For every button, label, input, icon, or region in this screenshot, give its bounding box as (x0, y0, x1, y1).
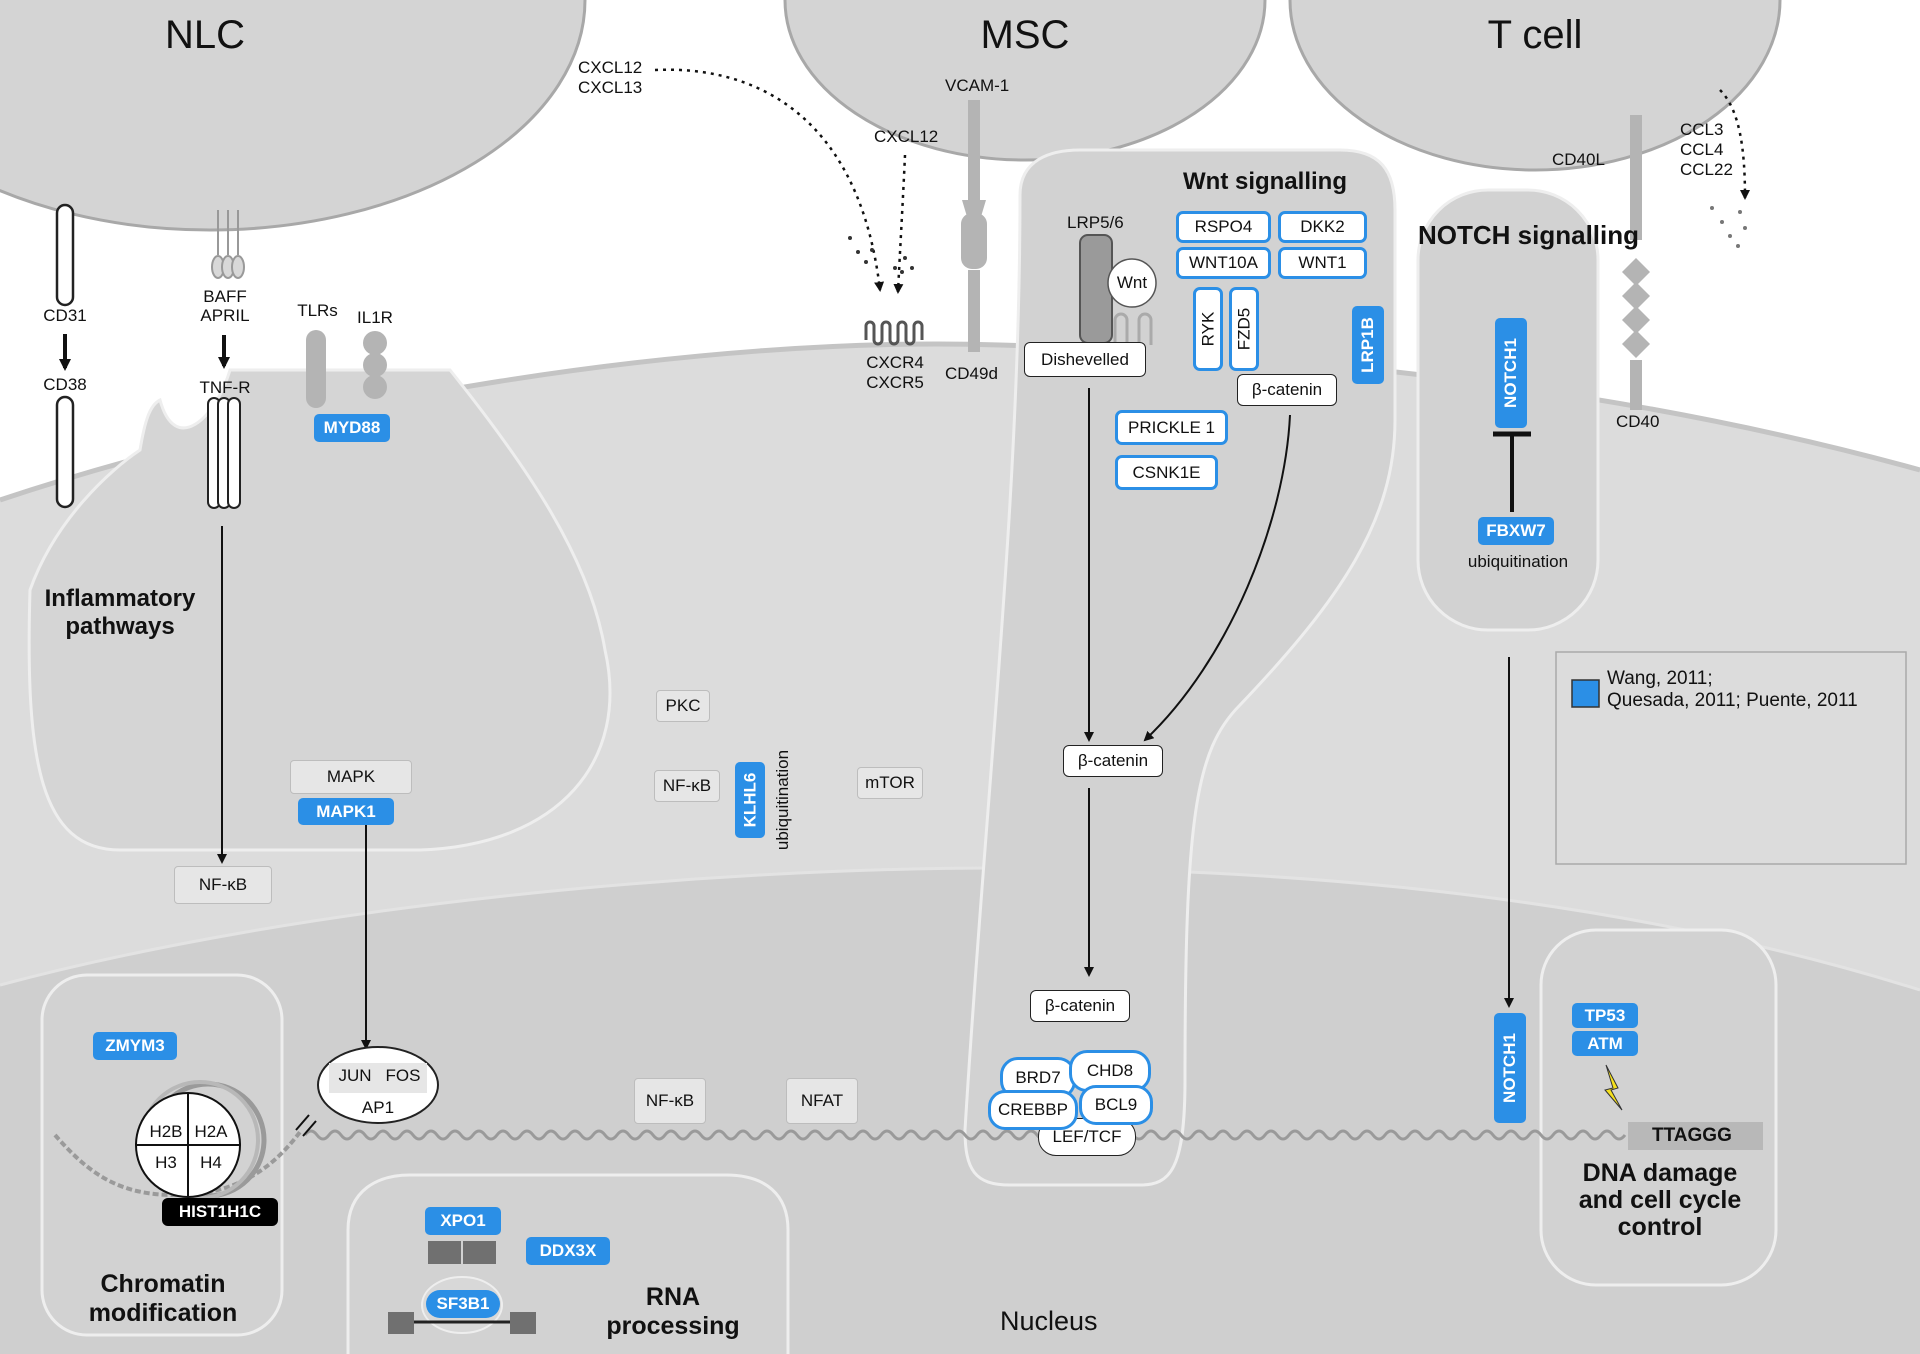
hist1h1c-gene: HIST1H1C (162, 1198, 278, 1226)
wnt10a-gene: WNT10A (1176, 247, 1271, 279)
cd49d-label: CD49d (945, 364, 998, 384)
april-label: APRIL (190, 306, 260, 326)
cxcl12-label: CXCL12 (874, 127, 938, 147)
beta-catenin-nucleus: β-catenin (1030, 990, 1130, 1022)
tlr-receptor (306, 330, 326, 408)
chemokine-dots (848, 236, 914, 274)
fbxw7-gene: FBXW7 (1478, 517, 1554, 545)
tcell-label: T cell (1470, 12, 1600, 58)
beta-catenin-cytoplasm: β-catenin (1063, 745, 1163, 777)
nlc-cell (0, 0, 585, 230)
il1r-receptor (363, 331, 387, 399)
msc-label: MSC (960, 12, 1090, 58)
dkk2-gene: DKK2 (1278, 211, 1367, 243)
h3-label: H3 (146, 1153, 186, 1173)
crebbp-gene: CREBBP (988, 1090, 1078, 1130)
h2b-label: H2B (146, 1122, 186, 1142)
nfkb-cytoplasm: NF-κB (654, 770, 720, 802)
fos-label: FOS (380, 1066, 426, 1086)
ccl22-label: CCL22 (1680, 160, 1733, 180)
nucleus-label: Nucleus (1000, 1306, 1098, 1337)
cd49d-head (961, 213, 987, 269)
tp53-gene: TP53 (1572, 1003, 1638, 1028)
jun-label: JUN (330, 1066, 380, 1086)
cd40-label: CD40 (1616, 412, 1659, 432)
cd31-label: CD31 (35, 306, 95, 326)
cd40-receptor (1622, 258, 1650, 410)
pkc-box: PKC (656, 690, 710, 722)
h2a-label: H2A (191, 1122, 231, 1142)
cxcl12-label-a: CXCL12 (578, 58, 642, 78)
rspo4-gene: RSPO4 (1176, 211, 1271, 243)
zmym3-gene: ZMYM3 (93, 1032, 177, 1060)
wnt-title: Wnt signalling (1155, 168, 1375, 196)
cd38-receptor (57, 397, 73, 507)
cxcr4-label: CXCR4 (855, 353, 935, 373)
nfat-box: NFAT (786, 1078, 858, 1124)
cxcr-receptor (866, 322, 922, 344)
cxcr5-label: CXCR5 (855, 373, 935, 393)
legend-line-2: Quesada, 2011; Puente, 2011 (1607, 690, 1858, 712)
ttaggg-label: TTAGGG (1652, 1125, 1732, 1147)
klhl6-ubiquitination-label: ubiquitination (760, 725, 806, 875)
tlrs-label: TLRs (290, 301, 345, 321)
dishevelled-box: Dishevelled (1024, 342, 1146, 377)
rna-title: RNA processing (578, 1283, 768, 1341)
ddx3x-gene: DDX3X (526, 1237, 610, 1265)
cd49d-stalk (968, 270, 980, 352)
fzd5-gene: FZD5 (1229, 287, 1259, 371)
wnt1-gene: WNT1 (1278, 247, 1367, 279)
mtor-box: mTOR (857, 767, 923, 799)
nfkb-inflammatory: NF-κB (174, 866, 272, 904)
csnk1e-gene: CSNK1E (1115, 455, 1218, 490)
legend-line-1: Wang, 2011; (1607, 668, 1713, 690)
prickle1-gene: PRICKLE 1 (1115, 410, 1228, 445)
vcam1-label: VCAM-1 (945, 76, 1009, 96)
inflammatory-title: Inflammatory pathways (20, 585, 220, 640)
vcam1-stalk (968, 100, 980, 200)
tnfr-receptor (208, 398, 240, 508)
ryk-gene: RYK (1193, 287, 1223, 371)
cd31-receptor (57, 205, 73, 305)
legend-swatch (1572, 680, 1599, 707)
bcl9-gene: BCL9 (1079, 1085, 1153, 1125)
ap1-label: AP1 (348, 1098, 408, 1118)
ccl-dots (1710, 206, 1747, 248)
notch1-gene: NOTCH1 (1495, 318, 1527, 428)
beta-catenin-membrane: β-catenin (1237, 374, 1337, 406)
dna-title: DNA damage and cell cycle control (1570, 1160, 1750, 1240)
xpo1-gene: XPO1 (425, 1207, 501, 1235)
cd38-label: CD38 (35, 375, 95, 395)
mapk-box: MAPK (290, 760, 412, 794)
notch1-nuclear-gene: NOTCH1 (1494, 1013, 1526, 1123)
nfkb-nucleus: NF-κB (634, 1078, 706, 1124)
wnt-label: Wnt (1108, 273, 1156, 293)
ccl4-label: CCL4 (1680, 140, 1723, 160)
nlc-label: NLC (150, 12, 260, 58)
ccl3-label: CCL3 (1680, 120, 1723, 140)
il1r-label: IL1R (350, 308, 400, 328)
lrp1b-gene: LRP1B (1352, 306, 1384, 384)
notch-ubiquitination-label: ubiquitination (1440, 552, 1596, 572)
mapk1-gene: MAPK1 (298, 798, 394, 825)
atm-gene: ATM (1572, 1031, 1638, 1056)
baff-label: BAFF (190, 287, 260, 307)
chromatin-title: Chromatin modification (45, 1270, 281, 1328)
myd88-gene: MYD88 (314, 414, 390, 442)
cxcl13-label: CXCL13 (578, 78, 642, 98)
h4-label: H4 (191, 1153, 231, 1173)
lrp56-label: LRP5/6 (1067, 213, 1124, 233)
notch-title: NOTCH signalling (1418, 222, 1598, 249)
sf3b1-gene: SF3B1 (426, 1290, 500, 1318)
cd40l-label: CD40L (1552, 150, 1605, 170)
tnfr-label: TNF-R (190, 378, 260, 398)
